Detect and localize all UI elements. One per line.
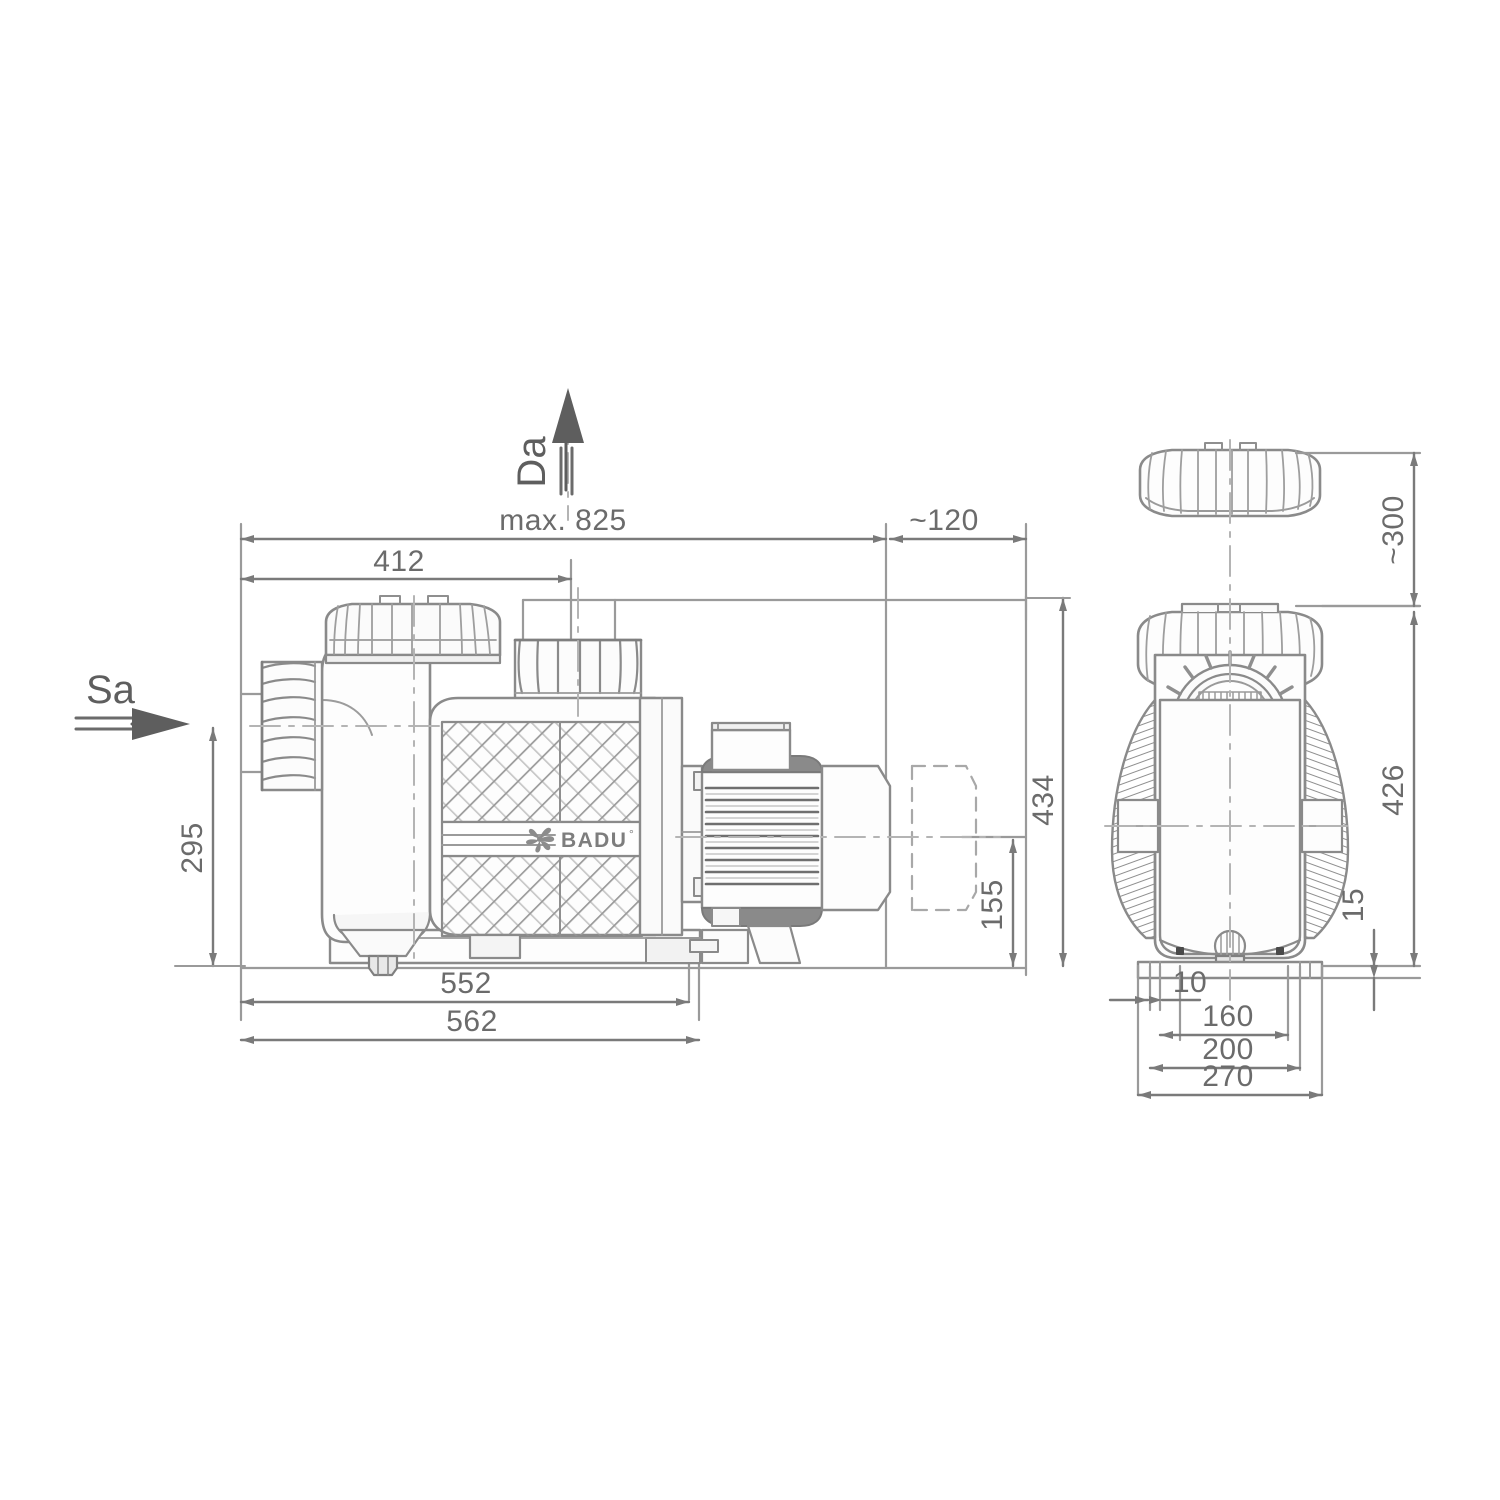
dimension-max-overall-length: max. 825 bbox=[239, 504, 888, 543]
dimension-motor-fan-clearance: ~120 bbox=[888, 504, 1028, 543]
badu-registered-mark: ° bbox=[629, 827, 634, 841]
suction-port-label-text: Sa bbox=[86, 668, 136, 712]
dimension-shaft-axis-height-value: 155 bbox=[976, 879, 1009, 931]
front-elevation-view bbox=[1104, 439, 1422, 1097]
dimension-lid-removal-clearance-value: ~300 bbox=[1377, 495, 1410, 565]
side-elevation-view: BADU ° bbox=[239, 399, 1028, 1022]
dimension-base-length-outer-value: 562 bbox=[446, 1005, 498, 1038]
dimension-mounting-hole-spacing: 160 bbox=[1158, 1000, 1290, 1039]
flow-arrow-right-icon bbox=[74, 708, 190, 740]
pump-volute-body bbox=[428, 696, 684, 960]
dimension-max-overall-length-value: max. 825 bbox=[499, 504, 626, 537]
dimension-base-length-inner: 552 bbox=[239, 967, 691, 1006]
dimension-foot-plate-width-value: 200 bbox=[1202, 1033, 1254, 1066]
dimension-body-height-value: 426 bbox=[1377, 764, 1410, 816]
dimension-lid-removal-clearance: ~300 bbox=[1377, 451, 1418, 608]
impeller-icon bbox=[526, 827, 555, 853]
dimension-suction-to-discharge-center-value: 412 bbox=[373, 545, 425, 578]
dimension-overall-width: 270 bbox=[1136, 1060, 1324, 1099]
badu-logo-text: BADU bbox=[561, 829, 627, 852]
electric-motor bbox=[680, 721, 892, 965]
dimension-base-length-inner-value: 552 bbox=[440, 967, 492, 1000]
dimension-motor-fan-clearance-value: ~120 bbox=[909, 504, 979, 537]
dimension-suction-axis-height: 295 bbox=[174, 726, 246, 968]
strainer-housing bbox=[320, 640, 432, 977]
dimension-base-length-outer: 562 bbox=[239, 1005, 701, 1044]
dimension-body-height: 426 bbox=[1377, 610, 1418, 968]
suction-port-label: Sa bbox=[74, 668, 190, 740]
cooling-vent-left bbox=[1110, 698, 1160, 940]
dimension-annotations: max. 825 ~120 412 434 155 295 bbox=[174, 451, 1418, 1099]
dimension-foot-thickness: 15 bbox=[1337, 888, 1378, 1012]
dimension-overall-height: 434 bbox=[1025, 596, 1071, 968]
dimension-foot-edge-offset-value: 10 bbox=[1173, 966, 1207, 999]
dimension-foot-thickness-value: 15 bbox=[1337, 888, 1370, 922]
discharge-port-label-text: Da bbox=[510, 436, 554, 488]
flow-arrow-up-icon bbox=[552, 388, 584, 496]
dimension-overall-height-value: 434 bbox=[1027, 774, 1060, 826]
front-view-center-lines bbox=[1104, 439, 1356, 1001]
dimension-overall-width-value: 270 bbox=[1202, 1060, 1254, 1093]
dimension-suction-to-discharge-center: 412 bbox=[239, 545, 573, 583]
badu-logo: BADU ° bbox=[526, 827, 634, 853]
dimension-suction-axis-height-value: 295 bbox=[176, 822, 209, 874]
port-labels: Sa Da bbox=[74, 388, 584, 740]
dimension-mounting-hole-spacing-value: 160 bbox=[1202, 1000, 1254, 1033]
dimension-foot-edge-offset: 10 bbox=[1108, 966, 1207, 1004]
dimension-foot-plate-width: 200 bbox=[1148, 1033, 1302, 1072]
discharge-port-label: Da bbox=[510, 388, 584, 496]
dimension-shaft-axis-height: 155 bbox=[976, 838, 1017, 968]
